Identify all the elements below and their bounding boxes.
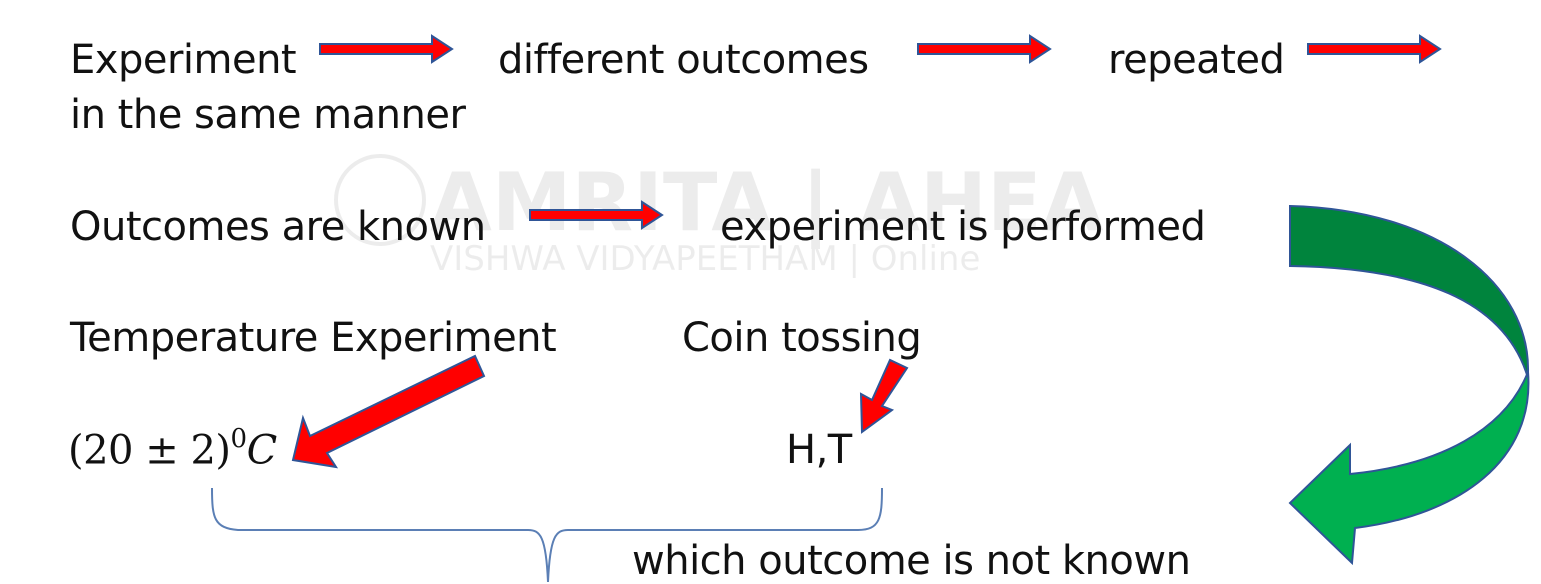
label-different-outcomes: different outcomes (498, 37, 869, 83)
label-outcomes-known: Outcomes are known (70, 204, 486, 250)
temperature-range: (20 ± 2)0C (68, 426, 278, 474)
curved-arrow-upper (1289, 204, 1530, 379)
temperature-base: (20 ± 2) (68, 427, 231, 474)
curved-arrow-lower (1288, 371, 1530, 566)
coin-outcomes: H,T (786, 427, 852, 473)
label-same-manner: in the same manner (70, 92, 466, 138)
label-temperature-experiment: Temperature Experiment (70, 315, 557, 361)
label-coin-tossing: Coin tossing (682, 315, 922, 361)
temperature-exponent: 0 (230, 424, 248, 454)
arrow-right-4 (529, 200, 664, 230)
label-experiment-performed: experiment is performed (720, 204, 1206, 250)
label-experiment: Experiment (70, 37, 297, 83)
label-repeated: repeated (1108, 37, 1285, 83)
arrow-right-3 (1307, 34, 1442, 64)
arrow-to-coin (859, 358, 909, 434)
outcome-brace (211, 487, 883, 582)
arrow-to-temperature (291, 354, 486, 469)
arrow-right-1 (319, 34, 454, 64)
brace-label: which outcome is not known (632, 538, 1191, 584)
arrow-right-2 (917, 34, 1052, 64)
temperature-unit: C (246, 427, 278, 474)
